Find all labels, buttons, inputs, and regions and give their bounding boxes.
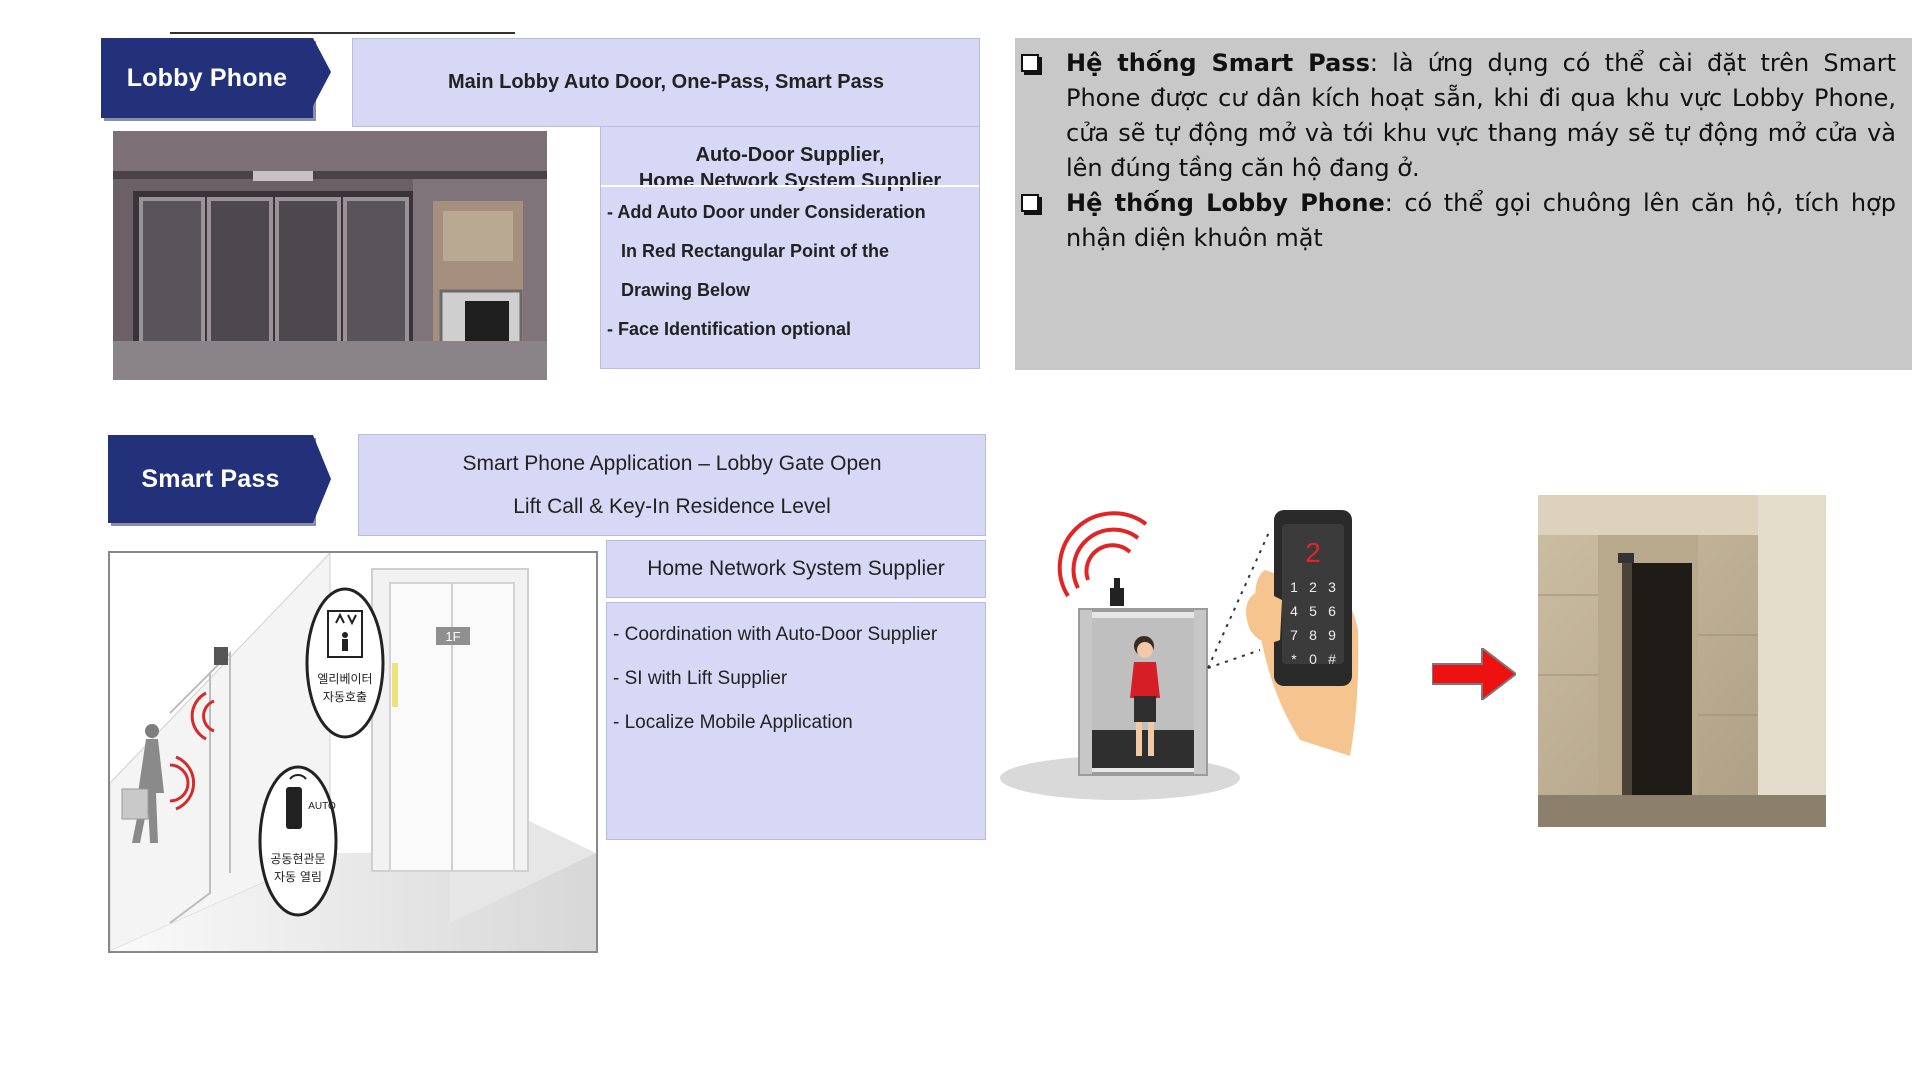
keypad-key: 0: [1309, 651, 1317, 667]
checkbox-bullet-icon: [1021, 54, 1039, 72]
lobby-bullet: - Add Auto Door under Consideration: [607, 202, 926, 222]
diagram-korean-text: 자동호출: [323, 690, 367, 704]
top-rule: [170, 32, 515, 34]
lobby-phone-tag-label: Lobby Phone: [126, 63, 288, 92]
keypad-key: 9: [1328, 627, 1336, 643]
elevator-photo-illustration: [1538, 495, 1826, 827]
lobby-header-box: Main Lobby Auto Door, One-Pass, Smart Pa…: [352, 38, 980, 127]
description-item-smart-pass: Hệ thống Smart Pass: là ứng dụng có thể …: [1021, 46, 1896, 186]
smartpass-header-line1: Smart Phone Application – Lobby Gate Ope…: [462, 452, 882, 475]
floor-indicator-label: 1F: [445, 629, 460, 644]
keypad-key: 7: [1290, 627, 1298, 643]
description-panel: Hệ thống Smart Pass: là ứng dụng có thể …: [1015, 38, 1912, 370]
smartpass-supplier: Home Network System Supplier: [647, 557, 945, 580]
lobby-supplier-line1: Auto-Door Supplier,: [695, 144, 885, 166]
keypad-key: 8: [1309, 627, 1317, 643]
keypad-key: #: [1328, 651, 1336, 667]
arrow-right-icon: [1432, 648, 1516, 700]
keypad-key: 2: [1309, 579, 1317, 595]
smartpass-bullet: - Coordination with Auto-Door Supplier: [613, 624, 938, 645]
phone-display-digit: 2: [1305, 537, 1321, 568]
lobby-bullet: In Red Rectangular Point of the: [621, 241, 890, 261]
keypad-key: 5: [1309, 603, 1317, 619]
smartpass-header-line2: Lift Call & Key-In Residence Level: [513, 495, 831, 518]
lobby-header-text: Main Lobby Auto Door, One-Pass, Smart Pa…: [447, 71, 884, 93]
description-item-lobby-phone: Hệ thống Lobby Phone: có thể gọi chuông …: [1021, 186, 1896, 256]
smartpass-bullet: - SI with Lift Supplier: [613, 668, 788, 689]
item2-text: : có thể gọi chuông lên căn hộ, tích hợp…: [1066, 189, 1896, 252]
elevator-photo: [1538, 495, 1826, 827]
keypad-key: *: [1291, 651, 1297, 667]
smart-pass-tag-label: Smart Pass: [141, 464, 280, 493]
smartpass-bullet: - Localize Mobile Application: [613, 712, 853, 733]
item2-bold: Hệ thống Lobby Phone: [1066, 189, 1385, 217]
phone-lift-svg: 2 1 2 3 4 5 6 7 8 9 * 0 #: [1000, 510, 1359, 800]
smartpass-diagram: 1F 엘리베이터 자동호출 AUTO 공동현관문 자동 열림: [108, 551, 598, 953]
smartpass-bullets-box: - Coordination with Auto-Door Supplier -…: [606, 602, 986, 840]
diagram-auto-label: AUTO: [308, 801, 336, 812]
diagram-korean-text: 공동현관문: [270, 852, 325, 866]
smartpass-diagram-illustration: 1F 엘리베이터 자동호출 AUTO 공동현관문 자동 열림: [109, 551, 596, 952]
smartpass-header-box: Smart Phone Application – Lobby Gate Ope…: [358, 434, 986, 536]
keypad-key: 3: [1328, 579, 1336, 595]
lobby-door-illustration: [113, 131, 547, 380]
lobby-supplier-divider: [601, 185, 979, 187]
diagram-korean-text: 자동 열림: [274, 870, 322, 884]
lobby-bullet: Drawing Below: [621, 280, 751, 300]
smart-pass-tag: Smart Pass: [108, 435, 331, 523]
lobby-bullet-list: - Add Auto Door under Consideration In R…: [607, 193, 926, 349]
phone-lift-illustration: 2 1 2 3 4 5 6 7 8 9 * 0 #: [1000, 440, 1410, 860]
smartpass-supplier-box: Home Network System Supplier: [606, 540, 986, 598]
lobby-door-photo: [113, 131, 547, 380]
lobby-supplier-box: Auto-Door Supplier, Home Network System …: [600, 126, 980, 369]
checkbox-bullet-icon: [1021, 194, 1039, 212]
lobby-phone-tag: Lobby Phone: [101, 38, 331, 118]
item1-text: : là ứng dụng có thể cài đặt trên Smart …: [1066, 49, 1896, 182]
keypad-key: 1: [1290, 579, 1298, 595]
smartpass-bullet-list: - Coordination with Auto-Door Supplier -…: [613, 613, 937, 745]
keypad-key: 4: [1290, 603, 1298, 619]
lobby-bullet: - Face Identification optional: [607, 319, 852, 339]
item1-bold: Hệ thống Smart Pass: [1066, 49, 1370, 77]
lobby-supplier-line2: Home Network System Supplier: [638, 169, 942, 192]
keypad-key: 6: [1328, 603, 1336, 619]
diagram-korean-text: 엘리베이터: [317, 672, 372, 686]
